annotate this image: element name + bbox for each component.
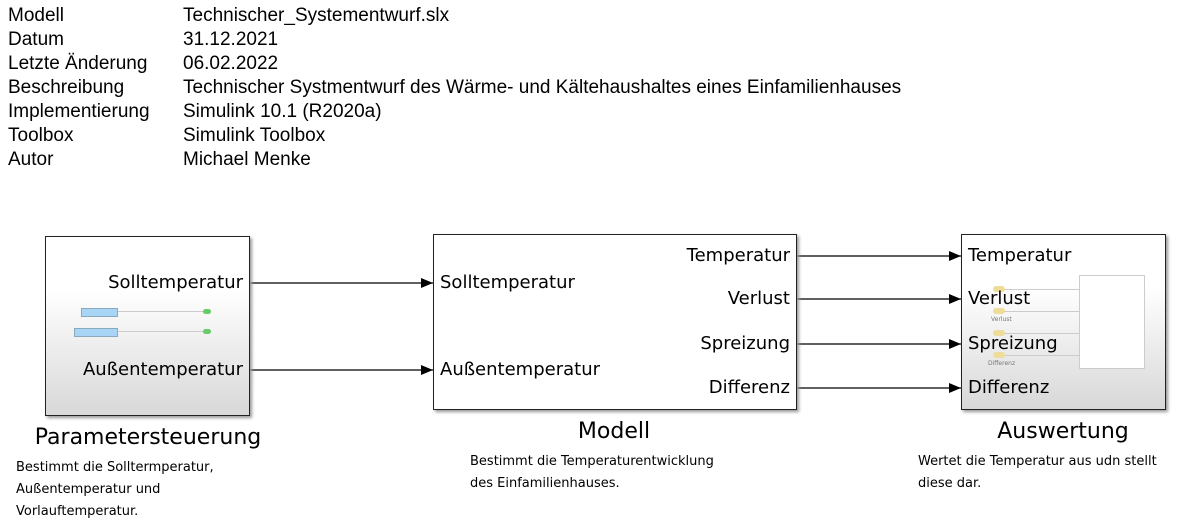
info-row-toolbox: Toolbox Simulink Toolbox (8, 124, 901, 148)
description-line: Wertet die Temperatur aus udn stellt (918, 454, 1157, 469)
input-port-label: Verlust (968, 288, 1031, 309)
output-port-label: Temperatur (686, 245, 790, 266)
modell-block[interactable]: Solltemperatur Außentemperatur Temperatu… (433, 234, 797, 410)
model-info-table: Modell Technischer_Systementwurf.slx Datu… (8, 4, 901, 172)
inport-icon (993, 330, 1005, 336)
info-label: Modell (8, 5, 64, 26)
info-value: Simulink Toolbox (183, 125, 326, 146)
inner-label: Verlust (991, 316, 1012, 323)
description-line: Bestimmt die Temperaturentwicklung (470, 454, 714, 469)
info-value: 06.02.2022 (183, 53, 279, 74)
block-title-parametersteuerung: Parametersteuerung (34, 425, 262, 450)
output-port-label: Verlust (727, 288, 790, 309)
info-label: Toolbox (8, 125, 74, 146)
output-port-label: Differenz (708, 377, 790, 398)
info-row-author: Autor Michael Menke (8, 148, 901, 172)
info-row-description: Beschreibung Technischer Systmentwurf des… (8, 76, 901, 100)
output-port-label: Außentemperatur (82, 359, 243, 380)
auswertung-block[interactable]: Verlust Differenz Temperatur Verlust Spr… (961, 234, 1166, 410)
block-title-modell: Modell (577, 419, 651, 444)
description-line: Außentemperatur und (16, 482, 161, 497)
inner-label: Differenz (988, 360, 1016, 367)
input-port-label: Solltemperatur (440, 272, 575, 293)
description-line: Bestimmt die Solltermperatur, (16, 460, 214, 475)
info-row-model: Modell Technischer_Systementwurf.slx (8, 4, 901, 28)
info-value: 31.12.2021 (183, 29, 279, 50)
info-label: Beschreibung (8, 77, 125, 98)
scope-icon (1079, 275, 1145, 369)
parametersteuerung-description: Bestimmt die Solltermperatur, Außentempe… (16, 457, 214, 523)
inport-icon (993, 286, 1005, 292)
description-line: des Einfamilienhauses. (470, 476, 620, 491)
info-label: Letzte Änderung (8, 53, 148, 74)
input-port-label: Außentemperatur (440, 359, 601, 380)
description-line: Vorlauftemperatur. (16, 504, 139, 519)
info-value: Simulink 10.1 (R2020a) (183, 101, 382, 122)
info-row-last-change: Letzte Änderung 06.02.2022 (8, 52, 901, 76)
inport-icon (993, 352, 1005, 358)
input-port-label: Spreizung (968, 333, 1058, 354)
info-row-date: Datum 31.12.2021 (8, 28, 901, 52)
output-port-label: Spreizung (700, 333, 790, 354)
inport-icon (993, 308, 1005, 314)
input-port-label: Differenz (968, 377, 1050, 398)
info-value: Technischer_Systementwurf.slx (183, 5, 450, 26)
auswertung-description: Wertet die Temperatur aus udn stellt die… (918, 451, 1157, 495)
info-label: Implementierung (8, 101, 150, 122)
output-port-label: Solltemperatur (108, 272, 243, 293)
block-title-auswertung: Auswertung (997, 419, 1129, 444)
info-label: Datum (8, 29, 64, 50)
parametersteuerung-block[interactable]: Solltemperatur Außentemperatur (45, 236, 250, 416)
info-value: Michael Menke (183, 149, 311, 170)
info-label: Autor (8, 149, 54, 170)
info-row-implementation: Implementierung Simulink 10.1 (R2020a) (8, 100, 901, 124)
input-port-label: Temperatur (968, 245, 1072, 266)
modell-description: Bestimmt die Temperaturentwicklung des E… (470, 451, 714, 495)
description-line: diese dar. (918, 476, 982, 491)
info-value: Technischer Systmentwurf des Wärme- und … (183, 77, 902, 98)
